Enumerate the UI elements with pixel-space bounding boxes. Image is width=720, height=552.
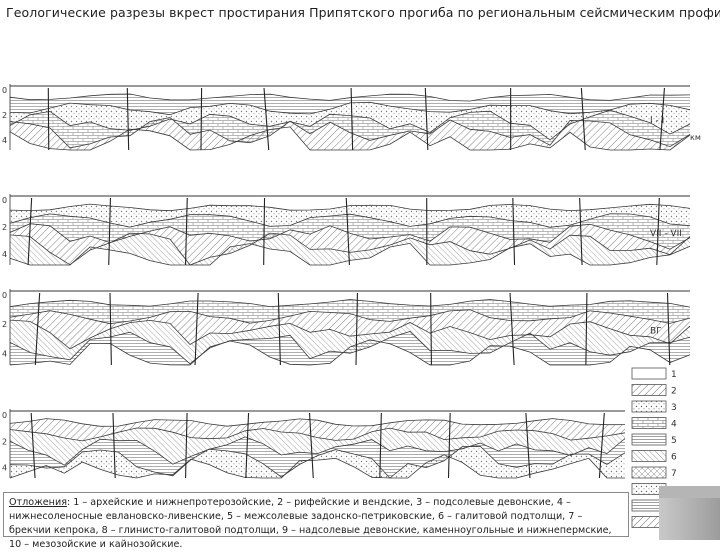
legend-key-label: 2 — [671, 387, 677, 397]
legend-swatch — [632, 401, 666, 412]
legend-text: : 1 – архейские и нижнепротерозойские, 2… — [9, 497, 612, 550]
legend-key-label: 7 — [671, 469, 677, 479]
legend-swatch — [632, 418, 666, 429]
fault-line — [431, 293, 432, 365]
depth-tick-label: 4 — [2, 464, 7, 473]
cross-section-2: 0 2 4 VII - VII — [2, 194, 690, 265]
legend-swatch — [632, 385, 666, 396]
legend-key-label: 1 — [671, 370, 677, 380]
depth-tick-label: 0 — [2, 411, 7, 420]
depth-unit-label: км — [690, 133, 701, 142]
cross-section-1: 0 2 4 I - I км — [2, 84, 701, 150]
depth-tick-label: 0 — [2, 86, 7, 95]
profile-numeral: VII - VII — [650, 229, 682, 239]
depth-tick-label: 2 — [2, 437, 7, 446]
depth-tick-label: 4 — [2, 349, 7, 358]
legend-caption: Отложения: 1 – архейские и нижнепротероз… — [3, 492, 629, 537]
fault-line — [201, 88, 202, 150]
legend-key-label: 3 — [671, 403, 677, 413]
decorative-stripe — [659, 486, 720, 498]
profile-numeral: ВГ — [650, 327, 662, 337]
depth-tick-label: 2 — [2, 111, 7, 120]
cross-section-3: 0 2 4 ВГ — [2, 289, 690, 365]
legend-swatch — [632, 434, 666, 445]
fault-line — [110, 293, 111, 365]
profile-numeral: I - I — [650, 116, 664, 126]
legend-swatch — [632, 368, 666, 379]
legend-swatch — [632, 467, 666, 478]
depth-tick-label: 0 — [2, 196, 7, 205]
legend-heading: Отложения — [9, 497, 67, 508]
decorative-corner-bar — [659, 486, 720, 540]
legend-key-label: 6 — [671, 453, 677, 463]
cross-section-4: 0 2 4 — [2, 409, 625, 478]
depth-tick-label: 2 — [2, 320, 7, 329]
depth-tick-label: 4 — [2, 250, 7, 259]
legend-key-label: 4 — [671, 420, 677, 430]
depth-tick-label: 4 — [2, 136, 7, 145]
legend-swatch — [632, 451, 666, 462]
slide: Геологические разрезы вкрест простирания… — [0, 0, 720, 540]
depth-tick-label: 2 — [2, 223, 7, 232]
depth-tick-label: 0 — [2, 291, 7, 300]
legend-key-label: 5 — [671, 436, 677, 446]
